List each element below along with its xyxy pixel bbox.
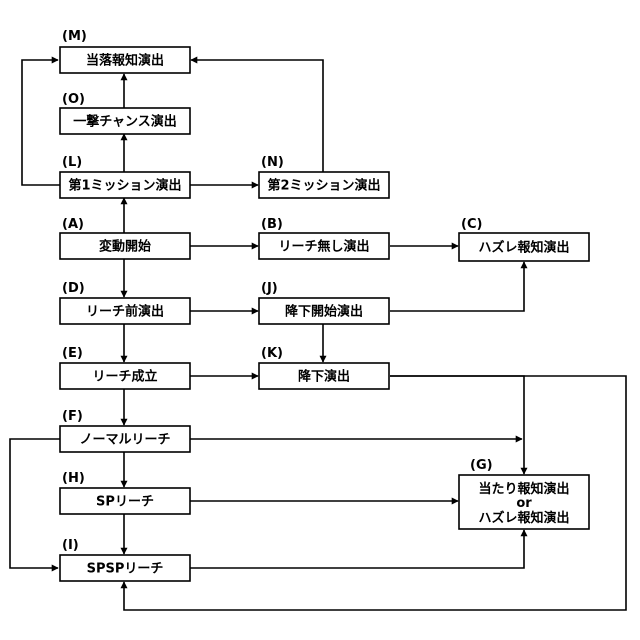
edge-k-to-g xyxy=(390,376,524,474)
node-h: (H) SPリーチ xyxy=(60,471,190,514)
node-c: (C) ハズレ報知演出 xyxy=(459,217,589,261)
node-i: (Ⅰ) SPSPリーチ xyxy=(60,538,190,581)
node-m-label: 当落報知演出 xyxy=(86,53,164,69)
edge-l-to-m-loop xyxy=(22,60,60,185)
node-e: (E) リーチ成立 xyxy=(60,346,190,389)
node-j: (J) 降下開始演出 xyxy=(259,281,389,324)
node-n: (N) 第2ミッション演出 xyxy=(259,155,389,198)
edge-n-to-m xyxy=(191,60,323,172)
node-h-label: SPリーチ xyxy=(96,495,154,510)
node-l-label: 第1ミッション演出 xyxy=(68,178,181,194)
node-o: (O) 一撃チャンス演出 xyxy=(60,92,190,134)
node-f-label: ノーマルリーチ xyxy=(79,433,170,448)
node-c-tag: (C) xyxy=(461,217,482,232)
node-j-tag: (J) xyxy=(261,281,278,296)
node-f-tag: (F) xyxy=(62,409,83,424)
node-b-label: リーチ無し演出 xyxy=(278,239,369,255)
node-l-tag: (L) xyxy=(62,155,82,170)
node-c-label: ハズレ報知演出 xyxy=(478,240,569,256)
node-a: (A) 変動開始 xyxy=(60,217,190,259)
node-a-tag: (A) xyxy=(62,217,84,232)
node-e-label: リーチ成立 xyxy=(92,369,157,385)
node-b: (B) リーチ無し演出 xyxy=(259,217,389,259)
node-k-tag: (K) xyxy=(261,346,283,361)
edge-i-to-g xyxy=(190,530,524,568)
node-n-label: 第2ミッション演出 xyxy=(267,178,380,194)
node-h-tag: (H) xyxy=(62,471,85,486)
node-l: (L) 第1ミッション演出 xyxy=(60,155,190,198)
node-n-tag: (N) xyxy=(261,155,284,170)
edge-f-to-i-loop xyxy=(10,439,60,568)
node-d: (D) リーチ前演出 xyxy=(60,281,190,324)
node-m-tag: (M) xyxy=(62,29,87,44)
node-g-tag: (G) xyxy=(470,458,493,473)
node-k: (K) 降下演出 xyxy=(259,346,389,389)
node-e-tag: (E) xyxy=(62,346,83,361)
node-o-tag: (O) xyxy=(62,92,85,107)
node-d-tag: (D) xyxy=(62,281,85,296)
node-f: (F) ノーマルリーチ xyxy=(60,409,190,452)
node-b-tag: (B) xyxy=(261,217,283,232)
node-m: (M) 当落報知演出 xyxy=(60,29,190,73)
node-g-label-line1: 当たり報知演出 xyxy=(478,481,569,497)
node-k-label: 降下演出 xyxy=(298,369,350,385)
node-i-tag: (Ⅰ) xyxy=(62,538,79,553)
node-a-label: 変動開始 xyxy=(99,239,151,255)
node-i-label: SPSPリーチ xyxy=(87,562,164,577)
node-g-label-line3: ハズレ報知演出 xyxy=(478,510,569,526)
node-d-label: リーチ前演出 xyxy=(86,304,164,320)
node-j-label: 降下開始演出 xyxy=(285,304,363,320)
node-o-label: 一撃チャンス演出 xyxy=(73,114,177,130)
edge-j-to-c xyxy=(390,262,524,311)
node-g-label-line2: or xyxy=(516,496,532,511)
